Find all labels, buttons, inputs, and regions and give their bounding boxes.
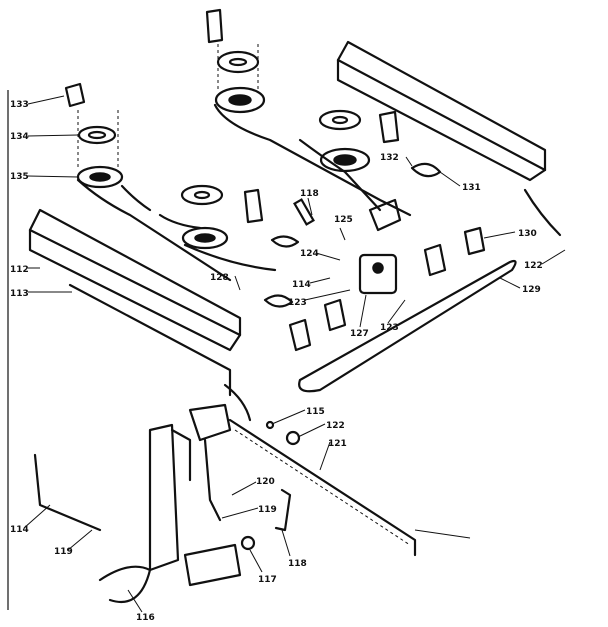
- thermostat-bracket: [188, 403, 232, 442]
- callout-112: 112: [10, 265, 29, 275]
- pilot-tube-114: [33, 453, 102, 532]
- right-rail-top: [336, 40, 547, 172]
- center-left-burner-group: [158, 184, 277, 272]
- clip-left: [270, 235, 300, 248]
- clip-lower: [263, 294, 294, 308]
- callout-127: 127: [350, 329, 369, 339]
- callout-123-a: 123: [288, 298, 307, 308]
- callout-132: 132: [380, 153, 399, 163]
- valve-far-right: [463, 226, 486, 256]
- callout-118-b: 118: [288, 559, 307, 569]
- center-right-burner-tube: [298, 138, 382, 212]
- oven-tube-121: [228, 418, 417, 557]
- callout-123-b: 123: [380, 323, 399, 333]
- callout-114-b: 114: [10, 525, 29, 535]
- callout-131: 131: [462, 183, 481, 193]
- left-burner-head-core: [89, 172, 111, 182]
- center-left-burner-tube: [158, 213, 277, 272]
- left-burner-rail: [28, 208, 252, 422]
- right-burner-alignment: [217, 44, 259, 92]
- callout-122-a: 122: [524, 261, 543, 271]
- regulator-knob: [372, 262, 384, 274]
- left-rear-burner-group: [64, 82, 124, 189]
- right-burner-tube: [213, 103, 412, 217]
- valve-assembly: [263, 162, 486, 352]
- callout-114-a: 114: [292, 280, 311, 290]
- right-burner-cap: [205, 8, 224, 44]
- callout-129: 129: [522, 285, 541, 295]
- callout-120: 120: [256, 477, 275, 487]
- electrode-118: [293, 198, 315, 226]
- regulator-127: [358, 253, 398, 295]
- callout-119-b: 119: [54, 547, 73, 557]
- left-rail-tube: [223, 383, 252, 422]
- left-burner-tube: [76, 178, 232, 282]
- left-burner-ring-inner: [87, 130, 107, 140]
- oven-tube-inner: [234, 429, 411, 546]
- callout-121: 121: [328, 439, 347, 449]
- right-burner-ring-inner: [228, 57, 248, 67]
- callout-135: 135: [10, 172, 29, 182]
- orifice-holder: [368, 198, 402, 232]
- callout-130: 130: [518, 229, 537, 239]
- manifold-pipe-129: [298, 259, 517, 393]
- right-rail-tube: [523, 188, 562, 237]
- valve-right: [423, 243, 447, 277]
- callout-125: 125: [334, 215, 353, 225]
- right-burner-rail: [336, 40, 562, 237]
- fitting-117: [240, 535, 256, 551]
- callout-119-a: 119: [258, 505, 277, 515]
- center-right-burner-cap: [378, 110, 400, 144]
- wire-harness-116: [98, 565, 152, 604]
- callout-leaders: [23, 95, 566, 613]
- bracket-side: [170, 428, 192, 482]
- clip-131: [410, 162, 442, 178]
- center-right-burner-core: [333, 154, 357, 166]
- mounting-bracket: [148, 423, 180, 572]
- oven-valve-assembly: [33, 403, 417, 604]
- oven-valve-body: [183, 543, 242, 587]
- screw-115: [265, 420, 275, 430]
- right-rail-front: [336, 58, 547, 182]
- callout-122-b: 122: [326, 421, 345, 431]
- burner-tube-118: [274, 488, 292, 532]
- valve-left: [288, 318, 312, 352]
- callout-118: 118: [300, 189, 319, 199]
- thermostat-stem: [203, 438, 222, 522]
- callout-124: 124: [300, 249, 319, 259]
- left-burner-cap-133: [64, 82, 86, 108]
- callout-labels: 133 134 135 118 132 131 125 130 124 112 …: [10, 100, 543, 623]
- center-left-burner-cap: [243, 188, 264, 224]
- center-left-burner-ring-inner: [193, 190, 211, 200]
- valve-mid: [323, 298, 347, 332]
- callout-128-a: 128: [210, 273, 229, 283]
- callout-113: 113: [10, 289, 29, 299]
- left-rail-top: [28, 208, 242, 337]
- fitting-122: [285, 430, 301, 446]
- left-rail-lower: [68, 283, 232, 397]
- right-burner-head-core: [228, 94, 252, 106]
- callout-134: 134: [10, 132, 29, 142]
- callout-115: 115: [306, 407, 325, 417]
- callout-133: 133: [10, 100, 29, 110]
- left-rail-front: [28, 228, 242, 352]
- center-right-burner-ring-inner: [331, 115, 349, 125]
- callout-116: 116: [136, 613, 155, 623]
- center-left-burner-core: [194, 233, 216, 243]
- right-rear-burner-group: [205, 8, 266, 114]
- left-burner-alignment: [77, 110, 119, 170]
- center-right-burner-group: [298, 109, 400, 212]
- callout-117: 117: [258, 575, 277, 585]
